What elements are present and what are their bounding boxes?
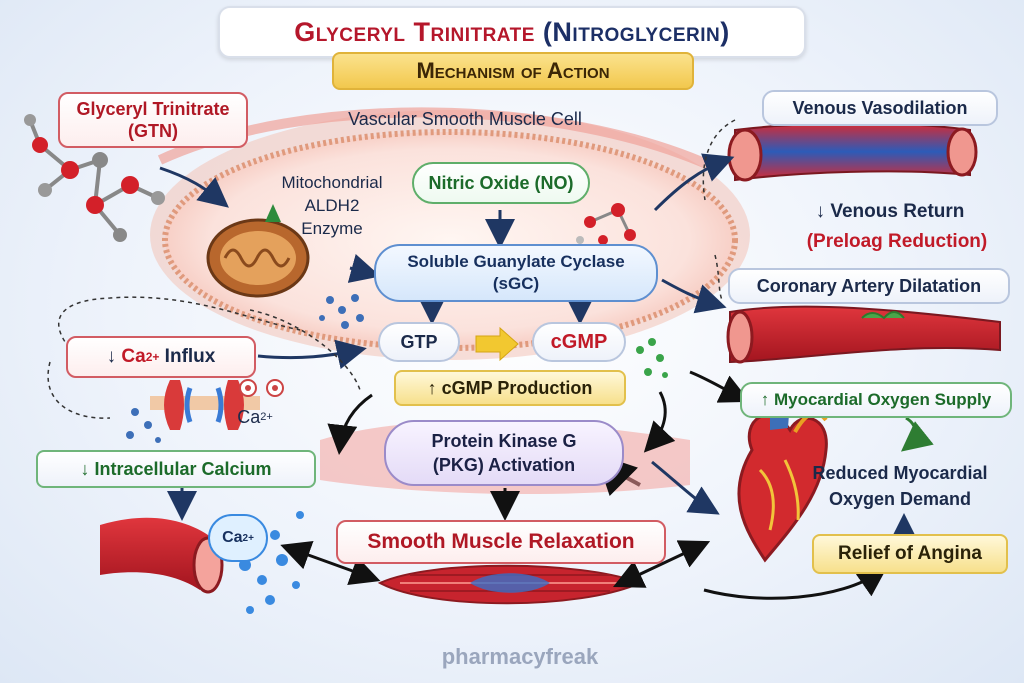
relaxation-box: Smooth Muscle Relaxation bbox=[336, 520, 666, 564]
venous-return-label: ↓ Venous Return bbox=[815, 201, 965, 222]
watermark: pharmacyfreak bbox=[441, 644, 599, 669]
venous-vasodilation-box: Venous Vasodilation bbox=[762, 90, 998, 126]
pkg-line2: (PKG) Activation bbox=[432, 455, 576, 475]
ca-influx-charge: 2+ bbox=[145, 350, 160, 364]
oxygen-demand-line2: Oxygen Demand bbox=[828, 489, 972, 509]
ca-influx-text: Influx bbox=[159, 346, 216, 367]
molecule-dots bbox=[319, 294, 364, 329]
ca-influx-ion: Ca bbox=[121, 346, 146, 367]
black-arrows bbox=[280, 370, 888, 600]
dashed-guides bbox=[47, 119, 736, 419]
ca-bubble-charge: 2+ bbox=[242, 532, 254, 544]
ca-influx-arrow: ↓ bbox=[106, 346, 117, 367]
no-box: Nitric Oxide (NO) bbox=[412, 162, 590, 204]
aldh2-label: Mitochondrial ALDH2 Enzyme bbox=[262, 168, 402, 242]
sgc-line2: (sGC) bbox=[492, 274, 540, 293]
sgc-box: Soluble Guanylate Cyclase (sGC) bbox=[374, 244, 658, 302]
oxygen-demand-label: Reduced Myocardial Oxygen Demand bbox=[800, 458, 1000, 514]
ca-channel-ion: Ca bbox=[237, 406, 261, 427]
cgmp-box: cGMP bbox=[532, 322, 626, 362]
gtn-box: Glyceryl Trinitrate (GTN) bbox=[58, 92, 248, 148]
angina-relief-box: Relief of Angina bbox=[812, 534, 1008, 574]
muscle-fiber-icon bbox=[377, 564, 643, 605]
intracellular-calcium-box: ↓ Intracellular Calcium bbox=[36, 450, 316, 488]
gtn-line1: Glyceryl Trinitrate bbox=[76, 99, 230, 119]
title-alt-name: (Nitroglycerin) bbox=[542, 16, 730, 47]
mitochondrion-icon bbox=[206, 204, 310, 298]
vein-icon bbox=[727, 122, 978, 182]
sgc-line1: Soluble Guanylate Cyclase bbox=[407, 252, 625, 271]
artery-icon bbox=[726, 305, 1001, 364]
green-arrow bbox=[900, 416, 934, 452]
oxygen-demand-line1: Reduced Myocardial bbox=[812, 463, 988, 483]
pkg-line1: Protein Kinase G bbox=[431, 431, 577, 451]
cgmp-dots bbox=[636, 338, 668, 378]
gtn-molecule-icon bbox=[24, 114, 165, 242]
preload-reduction-label: (Preloag Reduction) bbox=[806, 231, 988, 252]
title-drug-name: Glyceryl Trinitrate bbox=[294, 16, 535, 47]
page-title: Glyceryl Trinitrate (Nitroglycerin) bbox=[218, 6, 806, 58]
no-molecule-icon bbox=[576, 203, 636, 245]
conversion-arrow-icon bbox=[475, 326, 519, 362]
cell-label: Vascular Smooth Muscle Cell bbox=[348, 108, 582, 129]
subtitle: Mechanism of Action bbox=[332, 52, 694, 90]
cgmp-production-box: ↑ cGMP Production bbox=[394, 370, 626, 406]
gtn-line2: (GTN) bbox=[128, 121, 178, 141]
subtitle-text: Mechanism of Action bbox=[416, 58, 610, 83]
pathway-arrows bbox=[159, 153, 735, 521]
pkg-box: Protein Kinase G (PKG) Activation bbox=[384, 420, 624, 486]
aldh2-line2: ALDH2 bbox=[304, 195, 360, 215]
oxygen-supply-box: ↑ Myocardial Oxygen Supply bbox=[740, 382, 1012, 418]
ca-channel-charge: 2+ bbox=[260, 411, 273, 423]
coronary-dilatation-box: Coronary Artery Dilatation bbox=[728, 268, 1010, 304]
gtp-box: GTP bbox=[378, 322, 460, 362]
artery-cross-section-icon bbox=[100, 511, 304, 614]
aldh2-line1: Mitochondrial bbox=[281, 172, 383, 192]
calcium-channel-icon bbox=[126, 379, 284, 443]
ca-bubble-ion: Ca bbox=[222, 529, 243, 546]
aldh2-line3: Enzyme bbox=[301, 218, 363, 238]
